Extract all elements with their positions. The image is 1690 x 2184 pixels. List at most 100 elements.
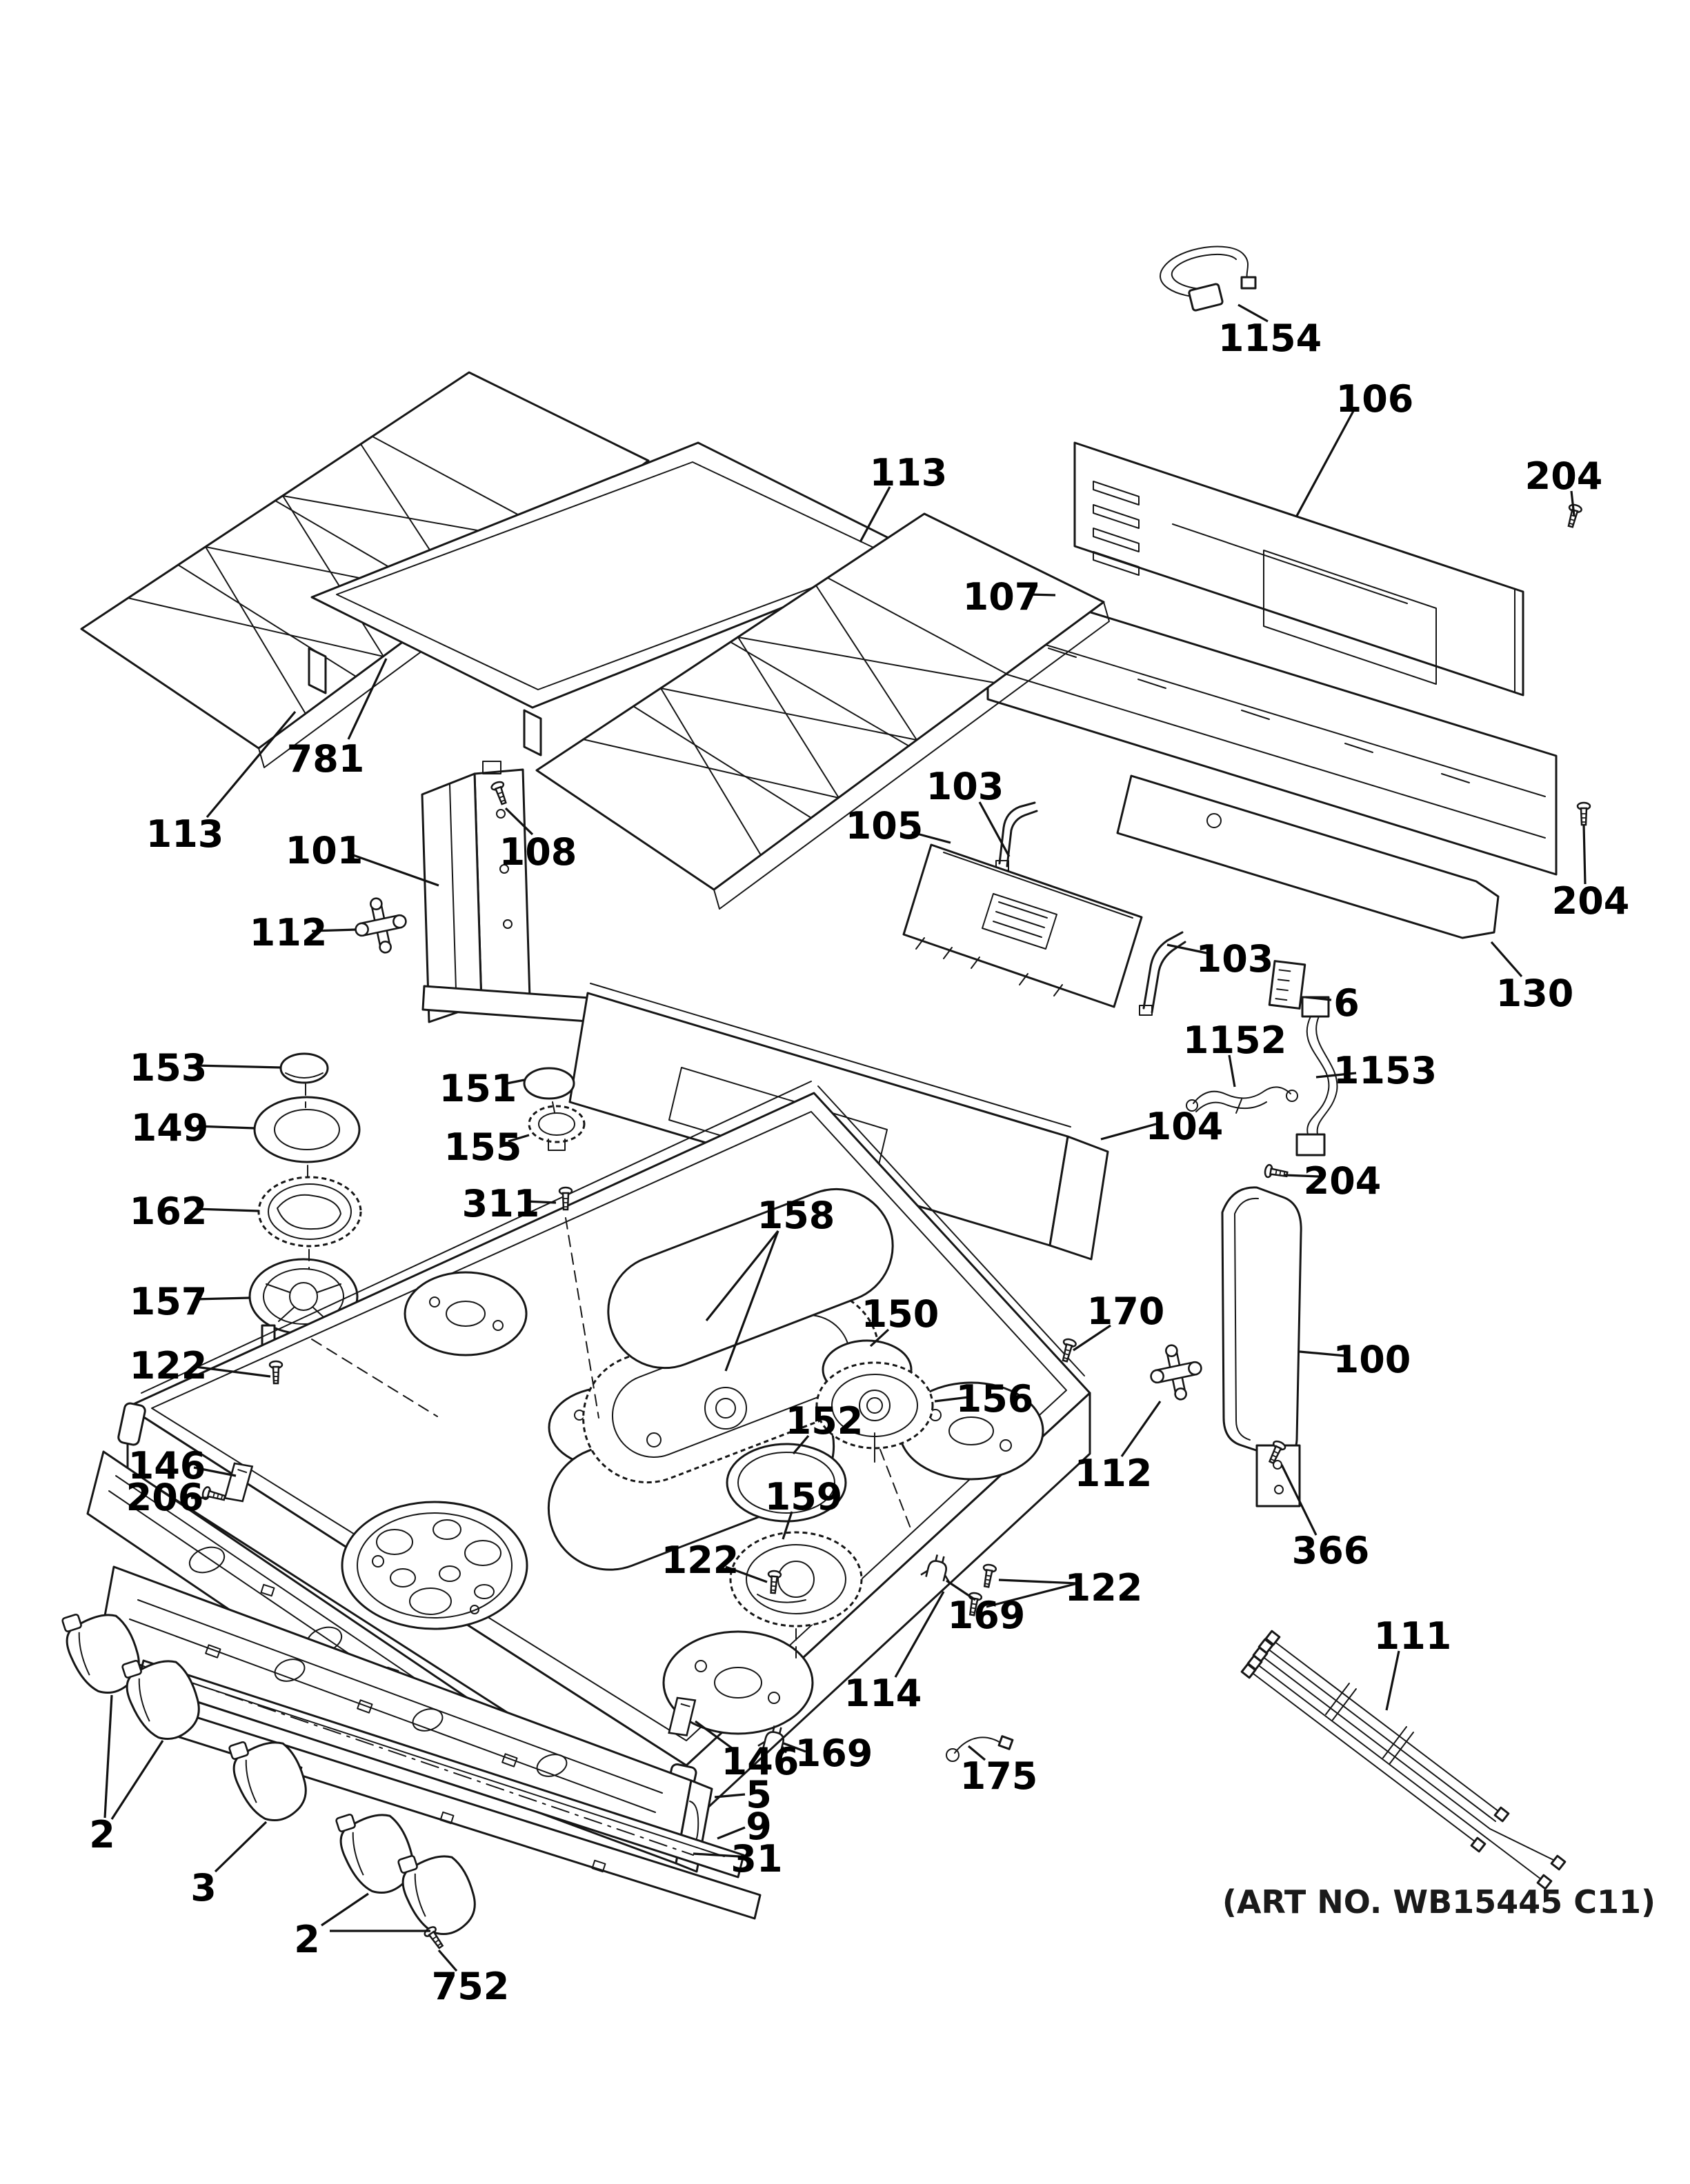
- wire-1152: [1186, 1086, 1298, 1114]
- burner-ring-149: [253, 1096, 361, 1163]
- burner-grate-left: [80, 371, 655, 768]
- part-callout-204-27: 204: [1284, 1159, 1381, 1203]
- part-callout-5-47: 5: [714, 1773, 772, 1816]
- part-callout-169-44: 169: [783, 1732, 873, 1775]
- part-label: 103: [1196, 937, 1274, 981]
- part-label: 112: [250, 911, 328, 954]
- leader-line: [1490, 941, 1523, 978]
- burner-cap-151: [523, 1067, 575, 1100]
- leader-line: [1295, 410, 1355, 517]
- art-number: (ART NO. WB15445 C11): [1222, 1883, 1656, 1921]
- bracket-103-left: [995, 801, 1038, 871]
- part-callout-113-2: 113: [859, 451, 947, 543]
- leader-line: [911, 831, 951, 844]
- leader-line: [195, 1208, 259, 1212]
- part-callout-103-14: 103: [1166, 937, 1274, 981]
- control-knob-3: [224, 1726, 315, 1830]
- leader-line: [894, 1591, 945, 1678]
- part-callout-3-51: 3: [190, 1821, 268, 1910]
- screw-122-r1: [980, 1563, 997, 1589]
- burner-head-162: [257, 1176, 362, 1248]
- part-label: 2: [294, 1918, 320, 1961]
- part-label: 162: [130, 1190, 208, 1233]
- leader-line: [724, 1230, 779, 1372]
- leader-line: [103, 1694, 113, 1819]
- part-callout-149-21: 149: [131, 1106, 255, 1150]
- leader-line: [967, 1745, 986, 1761]
- leader-line: [1305, 996, 1332, 1001]
- part-label: 153: [130, 1046, 208, 1090]
- part-label: 122: [1065, 1566, 1143, 1610]
- leader-line: [110, 1740, 164, 1820]
- back-panel-106: [1073, 441, 1524, 697]
- part-label: 206: [126, 1476, 204, 1519]
- part-label: 101: [286, 829, 364, 872]
- leader-line: [503, 1079, 525, 1085]
- part-callout-162-23: 162: [130, 1190, 259, 1233]
- jumper-wire-175: [946, 1735, 1014, 1762]
- gas-valve-tube-assembly-111: [1240, 1630, 1567, 1890]
- leader-line: [693, 1852, 740, 1858]
- part-callout-122-26: 122: [130, 1344, 271, 1387]
- part-callout-101-11: 101: [286, 829, 439, 887]
- part-label: 112: [1075, 1452, 1153, 1495]
- part-callout-2-50: 2: [89, 1694, 164, 1856]
- part-callout-752-53: 752: [432, 1949, 509, 2008]
- leader-line: [1280, 1464, 1318, 1536]
- leader-line: [869, 1328, 890, 1348]
- wire-1153: [1295, 996, 1338, 1156]
- part-callout-158-29: 158: [705, 1194, 835, 1372]
- part-callout-206-37: 206: [126, 1476, 208, 1519]
- part-callout-112-34: 112: [1075, 1401, 1162, 1495]
- part-label: 2: [89, 1813, 115, 1856]
- part-callout-152-33: 152: [786, 1399, 863, 1455]
- leader-line: [1100, 1121, 1162, 1141]
- leader-line: [782, 1511, 793, 1540]
- leader-line: [214, 1821, 268, 1873]
- side-support-panel-101: [421, 761, 600, 1023]
- part-callout-175-46: 175: [960, 1745, 1038, 1798]
- leader-line: [1315, 1072, 1357, 1079]
- part-label: 103: [926, 765, 1004, 808]
- leader-line: [195, 1365, 271, 1378]
- leader-line: [1120, 1401, 1162, 1457]
- part-label: 149: [131, 1106, 209, 1150]
- part-callout-2-52: 2: [294, 1892, 430, 1961]
- spark-module-6: [1268, 960, 1306, 1010]
- part-callout-130-10: 130: [1490, 941, 1574, 1015]
- part-callout-155-22: 155: [444, 1125, 530, 1169]
- part-label: 155: [444, 1125, 522, 1169]
- control-knob-2d: [393, 1840, 484, 1944]
- part-callout-111-41: 111: [1374, 1614, 1451, 1711]
- leader-line: [504, 807, 534, 836]
- part-callout-108-12: 108: [499, 807, 577, 874]
- burner-head-159: [729, 1531, 863, 1627]
- knob-alignment-axis: [95, 1649, 694, 1856]
- leader-line: [311, 928, 357, 932]
- leader-line: [1570, 490, 1575, 517]
- leader-line: [1299, 1350, 1346, 1357]
- part-callout-104-18: 104: [1100, 1105, 1223, 1148]
- part-label: 9: [746, 1805, 772, 1848]
- sealed-burner-platform-rear-left: [404, 1271, 528, 1356]
- leader-line: [792, 1434, 810, 1455]
- bracket-112-right: [1144, 1339, 1208, 1406]
- bracket-103-right: [1139, 931, 1186, 1016]
- part-label: 113: [146, 812, 224, 856]
- part-label: 175: [960, 1754, 1038, 1798]
- leader-line: [1385, 1650, 1400, 1711]
- part-callout-170-28: 170: [1073, 1290, 1164, 1352]
- part-callout-151-20: 151: [439, 1067, 525, 1110]
- part-label: 107: [963, 575, 1041, 619]
- leader-line: [1028, 593, 1056, 597]
- leader-line: [508, 1134, 530, 1143]
- part-callout-106-4: 106: [1295, 377, 1413, 517]
- part-callout-366-35: 366: [1280, 1464, 1369, 1572]
- leader-line: [946, 1579, 976, 1601]
- leader-line: [206, 710, 297, 819]
- screw-204-c: [1263, 1163, 1289, 1181]
- part-label: 146: [128, 1444, 206, 1487]
- part-label: 130: [1496, 972, 1574, 1015]
